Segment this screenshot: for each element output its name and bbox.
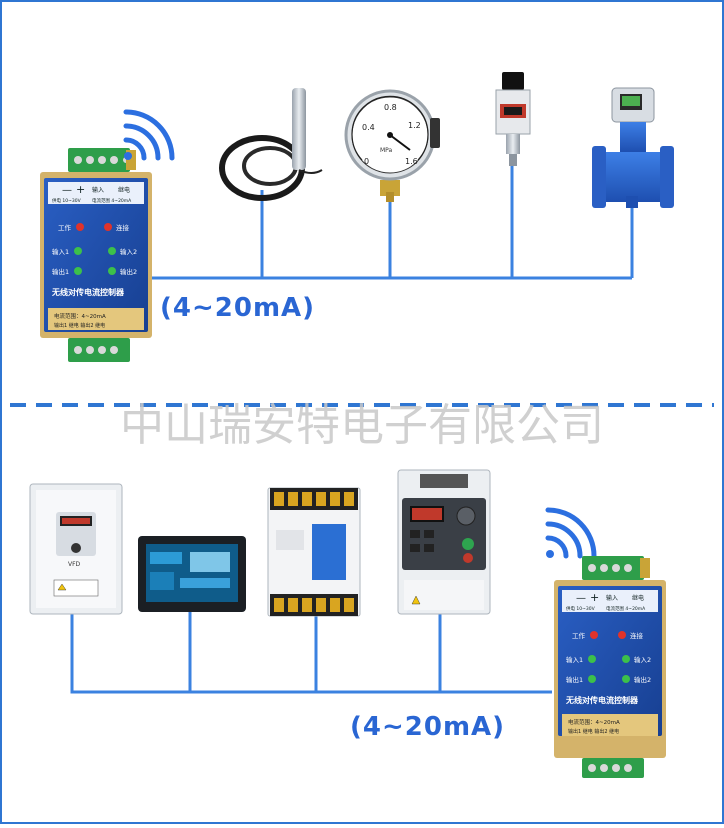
label-connect: 连接	[116, 223, 130, 232]
header-relay: 继电	[632, 594, 644, 602]
spec-line-1: 供电 10~30V	[566, 605, 596, 612]
spec-line-1: 供电 10~30V	[52, 197, 82, 204]
bottom-controller: — + 输入 继电 供电 10~30V 电流范围 4~20mA 工作 连接 输入…	[554, 556, 666, 778]
top-terminal-block	[582, 556, 650, 580]
led-input1	[74, 247, 82, 255]
flow-meter-icon	[592, 87, 674, 208]
top-current-label: (4~20mA)	[160, 293, 315, 323]
led-output2	[108, 267, 116, 275]
current-range: 电流范围：4~20mA	[54, 312, 106, 320]
led-output1	[588, 675, 596, 683]
led-input2	[108, 247, 116, 255]
spec-line-2: 电流范围 4~20mA	[606, 605, 646, 612]
wifi-icon	[123, 109, 175, 161]
label-output1: 输出1	[52, 267, 69, 276]
plc-icon	[267, 487, 361, 617]
bottom-terminal-block	[582, 758, 644, 778]
output-line: 输出1 继电 输出2 继电	[568, 728, 619, 735]
label-input1: 输入1	[566, 655, 583, 664]
current-range: 电流范围：4~20mA	[568, 718, 620, 726]
controller-title: 无线对传电流控制器	[565, 695, 639, 705]
led-work	[590, 631, 598, 639]
controller-title: 无线对传电流控制器	[51, 287, 125, 297]
label-work: 工作	[572, 631, 586, 640]
level-sensor-icon	[219, 88, 323, 201]
terminal-minus: —	[62, 185, 72, 196]
top-terminal-block	[68, 148, 136, 172]
led-input2	[622, 655, 630, 663]
gauge-tick-1: 0.4	[362, 123, 375, 132]
spec-line-2: 电流范围 4~20mA	[92, 197, 132, 204]
bottom-current-label: (4~20mA)	[350, 712, 505, 742]
hmi-touchscreen-icon	[138, 536, 246, 612]
inverter-1-icon: VFD	[29, 483, 123, 615]
wifi-icon-bottom	[545, 507, 597, 559]
led-input1	[588, 655, 596, 663]
pressure-transmitter-icon	[495, 72, 531, 166]
label-output1: 输出1	[566, 675, 583, 684]
bottom-terminal-block	[68, 338, 130, 362]
top-controller: — + 输入 继电 供电 10~30V 电流范围 4~20mA 工作 连接 输入…	[40, 148, 152, 362]
led-connect	[618, 631, 626, 639]
label-output2: 输出2	[120, 267, 137, 276]
terminal-plus: +	[76, 183, 85, 196]
terminal-minus: —	[576, 593, 586, 604]
label-input2: 输入2	[120, 247, 137, 256]
label-output2: 输出2	[634, 675, 651, 684]
gauge-tick-3: 1.2	[408, 121, 421, 130]
gauge-unit: MPa	[380, 147, 393, 154]
label-connect: 连接	[630, 631, 644, 640]
bottom-bus-wire	[70, 612, 552, 694]
gauge-tick-0: 0	[364, 157, 369, 166]
inverter-2-icon	[397, 469, 491, 615]
header-input: 输入	[606, 594, 618, 602]
watermark-company: 中山瑞安特电子有限公司	[120, 400, 604, 451]
label-input1: 输入1	[52, 247, 69, 256]
top-wiring	[150, 165, 634, 280]
output-line: 输出1 继电 输出2 继电	[54, 322, 105, 329]
header-input: 输入	[92, 186, 104, 194]
led-output2	[622, 675, 630, 683]
label-input2: 输入2	[634, 655, 651, 664]
led-connect	[104, 223, 112, 231]
bottom-wiring	[70, 612, 552, 694]
pressure-gauge-icon: 0 0.4 0.8 1.2 1.6 MPa	[344, 89, 440, 202]
gauge-tick-2: 0.8	[384, 103, 397, 112]
gauge-tick-4: 1.6	[405, 157, 418, 166]
terminal-plus: +	[590, 591, 599, 604]
label-work: 工作	[58, 223, 72, 232]
inverter-1-brand: VFD	[68, 561, 81, 568]
header-relay: 继电	[118, 186, 130, 194]
led-work	[76, 223, 84, 231]
led-output1	[74, 267, 82, 275]
